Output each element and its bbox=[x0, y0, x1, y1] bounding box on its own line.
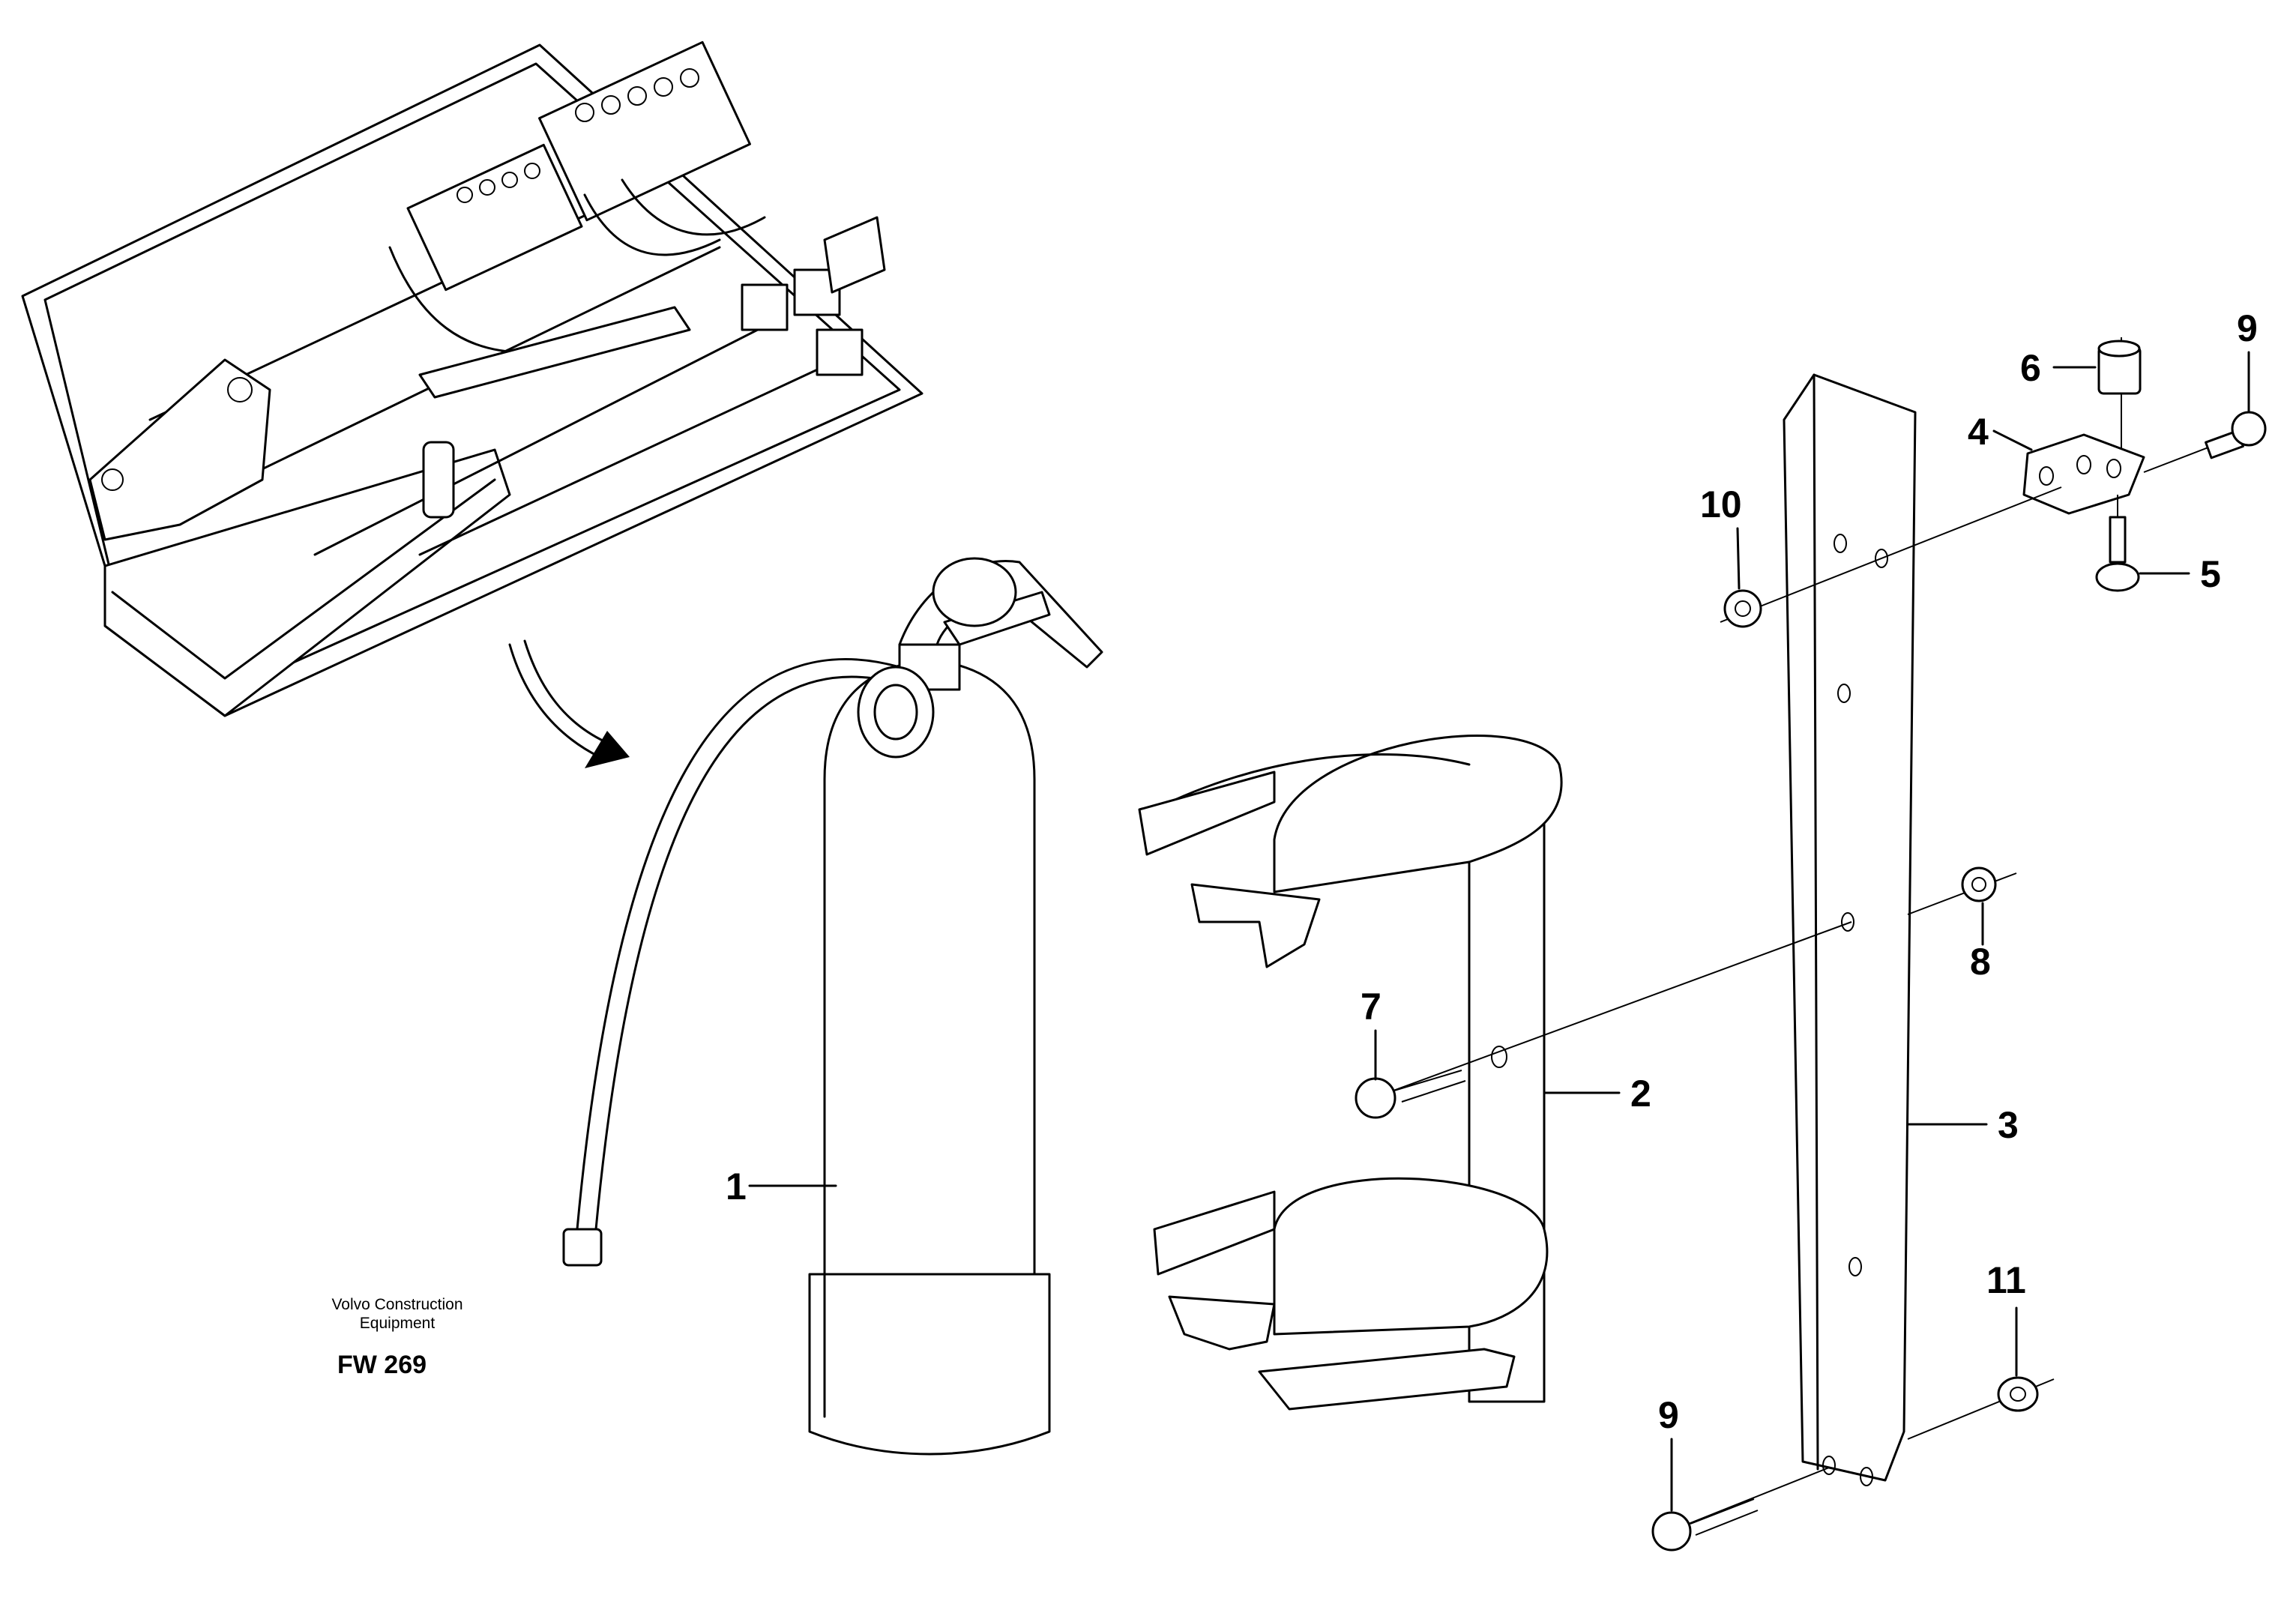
callout-8: 8 bbox=[1970, 902, 1991, 983]
nut-10 bbox=[1720, 486, 2062, 628]
caption-figure-code: FW 269 bbox=[337, 1351, 427, 1379]
callout-label-10: 10 bbox=[1700, 483, 1742, 525]
callout-3: 3 bbox=[1906, 1104, 2019, 1146]
callout-label-9-bottom: 9 bbox=[1658, 1394, 1679, 1436]
nut-8 bbox=[1907, 866, 2017, 915]
callout-label-5: 5 bbox=[2200, 553, 2221, 595]
callout-label-7: 7 bbox=[1361, 986, 1381, 1028]
callout-11: 11 bbox=[1986, 1259, 2026, 1377]
bolt-5 bbox=[2095, 495, 2140, 592]
screw-7 bbox=[1355, 921, 1852, 1119]
caption-brand-line2: Equipment bbox=[360, 1315, 436, 1332]
caption-brand-line1: Volvo Construction bbox=[331, 1296, 462, 1313]
extinguisher-bracket bbox=[1138, 734, 1563, 1411]
callout-4: 4 bbox=[1968, 411, 2033, 453]
callout-9-bottom: 9 bbox=[1658, 1394, 1679, 1512]
callout-6: 6 bbox=[2020, 347, 2097, 389]
callout-9-top: 9 bbox=[2237, 307, 2258, 414]
callout-label-8: 8 bbox=[1970, 941, 1991, 983]
location-arrow bbox=[508, 639, 630, 768]
callout-label-6: 6 bbox=[2020, 347, 2041, 389]
callout-7: 7 bbox=[1361, 986, 1381, 1081]
callout-label-2: 2 bbox=[1630, 1073, 1651, 1115]
mounting-bar bbox=[1783, 373, 1917, 1486]
callout-5: 5 bbox=[2139, 553, 2221, 595]
callout-label-11: 11 bbox=[1986, 1259, 2026, 1301]
diagram-caption: Volvo Construction Equipment FW 269 bbox=[331, 1296, 462, 1379]
callout-label-4: 4 bbox=[1968, 411, 1989, 453]
angle-bracket bbox=[2022, 433, 2145, 515]
spacer-11 bbox=[1907, 1376, 2055, 1440]
callout-2: 2 bbox=[1543, 1073, 1651, 1115]
fire-extinguisher bbox=[562, 557, 1103, 1456]
spacer-6 bbox=[2097, 337, 2142, 450]
bolt-9-top bbox=[2143, 411, 2267, 473]
callout-1: 1 bbox=[726, 1166, 837, 1207]
callout-10: 10 bbox=[1700, 483, 1742, 590]
callout-label-9-top: 9 bbox=[2237, 307, 2258, 349]
callout-label-1: 1 bbox=[726, 1166, 747, 1207]
callout-label-3: 3 bbox=[1998, 1104, 2019, 1146]
machine-frame-overview bbox=[21, 40, 923, 717]
bolt-9-bottom bbox=[1651, 1467, 1830, 1552]
